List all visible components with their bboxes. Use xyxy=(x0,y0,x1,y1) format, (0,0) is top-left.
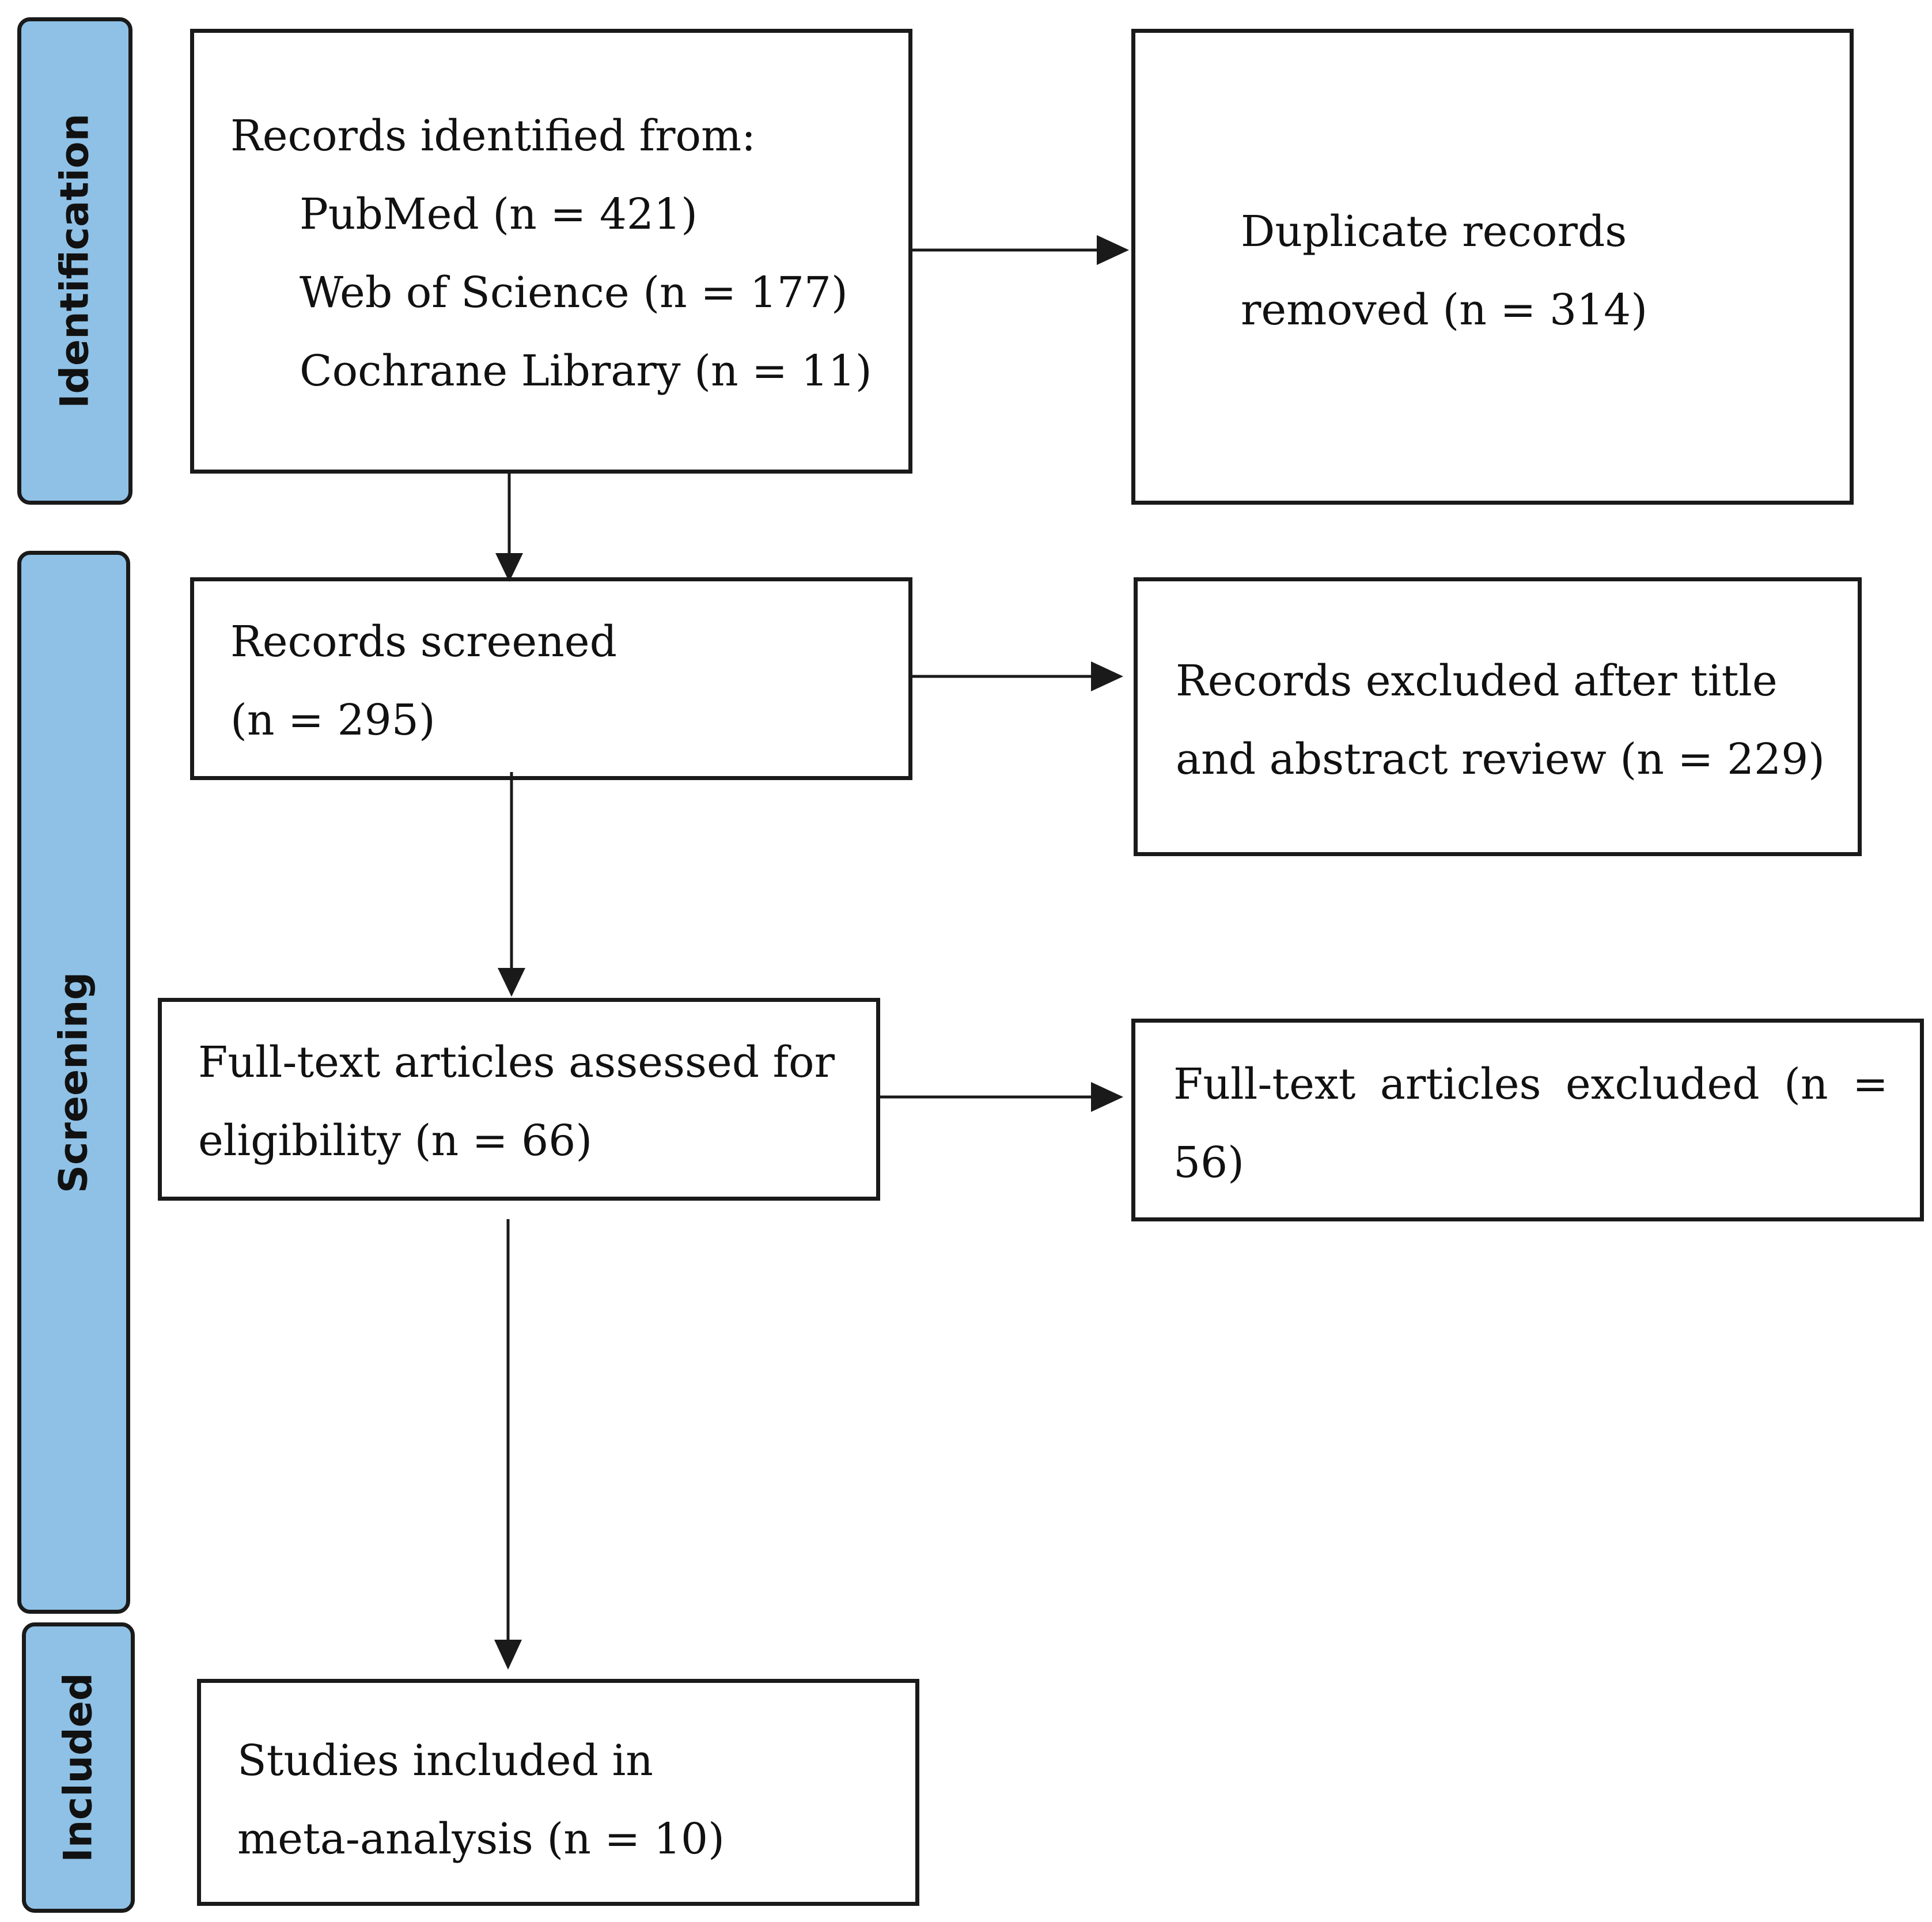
fulltext-word-1: Full-text xyxy=(1173,1060,1356,1109)
assessed-line-1: Full-text articles assessed for xyxy=(198,1038,835,1087)
duplicates-line-2: removed (n = 314) xyxy=(1241,285,1648,335)
duplicates-line-1: Duplicate records xyxy=(1241,207,1627,256)
phase-identification: Identification xyxy=(17,17,132,505)
excluded-line-2: and abstract review (n = 229) xyxy=(1176,735,1825,784)
records-identified-heading: Records identified from: xyxy=(230,111,756,161)
included-line-1: Studies included in xyxy=(237,1736,653,1785)
arrowhead-records-excluded xyxy=(1091,661,1123,691)
fulltext-word-2: articles xyxy=(1380,1060,1541,1109)
arrowhead-fulltext-excluded xyxy=(1091,1082,1123,1112)
arrowhead-included xyxy=(494,1640,522,1670)
records-identified-box: Records identified from: PubMed (n = 421… xyxy=(190,29,912,474)
fulltext-assessed-box: Full-text articles assessed for eligibil… xyxy=(158,998,880,1201)
records-screened-box: Records screened (n = 295) xyxy=(190,577,912,780)
assessed-line-2: eligibility (n = 66) xyxy=(198,1116,593,1166)
studies-included-box: Studies included in meta-analysis (n = 1… xyxy=(197,1679,919,1906)
duplicates-removed-box: Duplicate records removed (n = 314) xyxy=(1131,29,1854,505)
fulltext-excluded-box: Full-text articles excluded (n = 56) xyxy=(1131,1019,1924,1221)
fulltext-excluded-line-2: 56) xyxy=(1173,1138,1245,1187)
arrowhead-screened xyxy=(495,553,523,582)
excluded-line-1: Records excluded after title xyxy=(1176,656,1778,706)
source-pubmed: PubMed (n = 421) xyxy=(300,190,698,239)
fulltext-word-3: excluded xyxy=(1565,1060,1760,1109)
fulltext-word-5: = xyxy=(1852,1060,1888,1109)
arrowhead-assessed xyxy=(498,968,525,997)
screened-line-2: (n = 295) xyxy=(230,695,435,745)
included-line-2: meta-analysis (n = 10) xyxy=(237,1814,725,1864)
fulltext-word-4: (n xyxy=(1784,1060,1828,1109)
fulltext-excluded-line-1: Full-text articles excluded (n = xyxy=(1173,1063,1888,1106)
source-cochrane: Cochrane Library (n = 11) xyxy=(300,346,872,396)
screened-line-1: Records screened xyxy=(230,617,617,667)
phase-included: Included xyxy=(22,1622,135,1913)
records-excluded-box: Records excluded after title and abstrac… xyxy=(1134,577,1862,856)
arrowhead-duplicates xyxy=(1097,235,1129,265)
phase-screening: Screening xyxy=(17,551,130,1614)
source-web-of-science: Web of Science (n = 177) xyxy=(300,268,848,317)
